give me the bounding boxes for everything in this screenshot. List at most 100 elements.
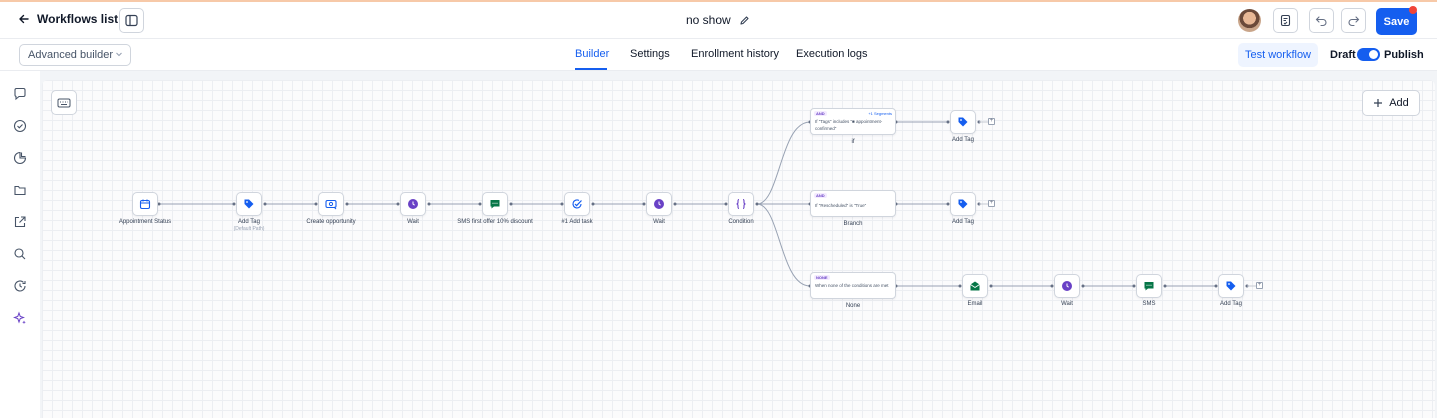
stats-rail-button[interactable] — [11, 149, 28, 166]
connector-dot — [989, 284, 993, 288]
connector-dot — [1081, 284, 1085, 288]
add-step-plus[interactable]: + — [988, 118, 995, 125]
ai-rail-button[interactable] — [11, 309, 28, 326]
email-icon — [970, 281, 980, 291]
tab-settings[interactable]: Settings — [630, 48, 670, 60]
sms-icon — [1144, 282, 1154, 291]
step-label: #1 Add task — [561, 219, 593, 225]
connector-dot — [1214, 284, 1218, 288]
add-step-plus[interactable]: + — [988, 200, 995, 207]
connector-dot — [591, 202, 595, 206]
publish-label: Publish — [1384, 49, 1424, 61]
connector-dot — [345, 202, 349, 206]
branch-label: if — [851, 139, 855, 145]
external-rail-button[interactable] — [11, 213, 28, 230]
tab-enrollment-history[interactable]: Enrollment history — [691, 48, 780, 60]
history-rail-button[interactable] — [11, 277, 28, 294]
tag-icon — [244, 199, 254, 209]
back-label: Workflows list — [37, 12, 119, 26]
step-label: Wait — [1061, 301, 1073, 307]
step-add-task[interactable] — [564, 192, 590, 216]
clock-icon — [1062, 281, 1072, 291]
connector-dot — [560, 202, 564, 206]
step-add-tag-if[interactable] — [950, 110, 976, 134]
check-rail-button[interactable] — [11, 117, 28, 134]
branch-segments-link[interactable]: +1 Segments — [868, 111, 892, 116]
pencil-edit-icon[interactable] — [739, 15, 750, 26]
sidebar-panel-icon — [125, 14, 138, 27]
connector-dot — [755, 202, 759, 206]
branch-operator-badge: AND — [814, 193, 827, 198]
add-step-plus[interactable]: + — [1256, 282, 1263, 289]
workflow-name: no show — [686, 13, 731, 27]
step-email[interactable] — [962, 274, 988, 298]
connector-dot — [157, 202, 161, 206]
connector-dot — [478, 202, 482, 206]
tab-builder[interactable]: Builder — [575, 48, 610, 60]
branch-card-none[interactable]: NONE When none of the conditions are met — [810, 272, 896, 299]
connector-dot — [1050, 284, 1054, 288]
step-sublabel: (Default Path) — [233, 226, 265, 232]
branch-card-branch[interactable]: AND If "Rescheduled" is "True" — [810, 190, 896, 217]
add-action-button[interactable]: Add — [1362, 90, 1420, 116]
branch-operator-badge: AND — [814, 111, 827, 116]
step-add-tag-none[interactable] — [1218, 274, 1244, 298]
undo-icon — [1315, 16, 1327, 27]
workflow-notes-button[interactable] — [1273, 8, 1298, 33]
step-label: SMS — [1142, 301, 1156, 307]
connector-dot — [946, 202, 950, 206]
workflow-title[interactable]: no show — [686, 13, 750, 27]
main-path-connectors — [159, 121, 1216, 287]
comment-rail-button[interactable] — [11, 85, 28, 102]
branch-label: Branch — [843, 221, 863, 227]
keyboard-icon — [57, 98, 71, 107]
files-rail-button[interactable] — [11, 181, 28, 198]
history-icon — [14, 279, 26, 291]
back-to-workflows-link[interactable]: Workflows list — [18, 12, 118, 26]
folder-icon — [13, 185, 26, 195]
arrow-left-icon — [19, 14, 29, 24]
user-avatar[interactable] — [1238, 9, 1261, 32]
step-wait[interactable] — [400, 192, 426, 216]
chat-bubble-icon — [13, 87, 26, 100]
document-check-icon — [1280, 14, 1291, 27]
step-add-tag-branch[interactable] — [950, 192, 976, 216]
keyboard-shortcuts-button[interactable] — [51, 90, 77, 115]
connector-branch-none — [756, 203, 811, 287]
step-wait[interactable] — [1054, 274, 1080, 298]
connector-dot — [263, 202, 267, 206]
step-sms-offer[interactable] — [482, 192, 508, 216]
step-label: Create opportunity — [306, 219, 356, 225]
search-rail-button[interactable] — [11, 245, 28, 262]
step-create-opportunity[interactable] — [318, 192, 344, 216]
builder-mode-value: Advanced builder — [28, 49, 114, 61]
connector-dot — [427, 202, 431, 206]
connector-dot — [1163, 284, 1167, 288]
check-circle-icon — [13, 119, 26, 132]
connector-dot — [958, 284, 962, 288]
branch-label: None — [845, 303, 861, 309]
redo-button[interactable] — [1341, 8, 1366, 33]
connector-dot — [1132, 284, 1136, 288]
search-icon — [13, 247, 25, 259]
toggle-sidebar-button[interactable] — [119, 8, 144, 33]
workflow-canvas[interactable] — [42, 80, 1435, 418]
draft-label: Draft — [1330, 49, 1356, 61]
tab-execution-logs[interactable]: Execution logs — [796, 48, 868, 60]
step-condition[interactable] — [728, 192, 754, 216]
tag-icon — [958, 199, 968, 209]
opportunity-icon — [325, 199, 337, 210]
step-wait[interactable] — [646, 192, 672, 216]
braces-icon — [736, 198, 746, 210]
step-sms[interactable] — [1136, 274, 1162, 298]
builder-mode-select[interactable]: Advanced builder — [19, 44, 131, 66]
undo-button[interactable] — [1309, 8, 1334, 33]
step-appointment-status[interactable] — [132, 192, 158, 216]
test-workflow-button[interactable]: Test workflow — [1238, 43, 1318, 67]
connector-dot — [673, 202, 677, 206]
step-add-tag[interactable] — [236, 192, 262, 216]
header: Workflows list no show Save — [0, 2, 1437, 39]
branch-card-if[interactable]: AND +1 Segments If "Tags" includes "■ ap… — [810, 108, 896, 135]
publish-toggle[interactable] — [1357, 48, 1380, 61]
unsaved-indicator-dot — [1409, 6, 1417, 14]
